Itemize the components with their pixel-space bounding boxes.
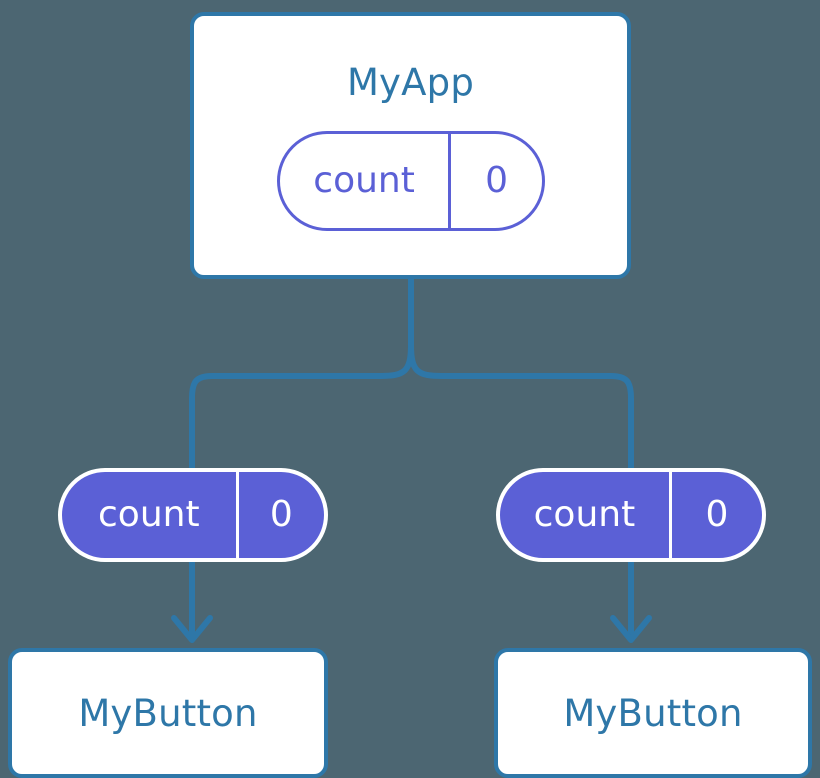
state-pill-key: count — [313, 160, 415, 201]
arrowhead-left-icon — [171, 615, 213, 643]
component-title-myapp: MyApp — [346, 61, 475, 104]
component-title-mybutton: MyButton — [78, 691, 258, 735]
edge-junction-to-right-state — [408, 344, 634, 468]
state-pill-value: 0 — [235, 472, 324, 558]
state-pill-left-count[interactable]: count 0 — [58, 468, 328, 562]
component-title-mybutton: MyButton — [563, 691, 743, 735]
state-pill-value: 0 — [668, 472, 762, 558]
state-pill-value: 0 — [448, 134, 542, 228]
component-node-mybutton-right[interactable]: MyButton — [494, 648, 812, 778]
arrowhead-right-icon — [610, 615, 652, 643]
state-pill-right-count[interactable]: count 0 — [496, 468, 766, 562]
state-pill-key: count — [98, 494, 200, 535]
state-pill-key: count — [533, 494, 636, 535]
edge-junction-to-left-state — [189, 344, 414, 468]
state-pill-myapp-count[interactable]: count 0 — [277, 131, 545, 231]
component-node-mybutton-left[interactable]: MyButton — [8, 648, 328, 778]
